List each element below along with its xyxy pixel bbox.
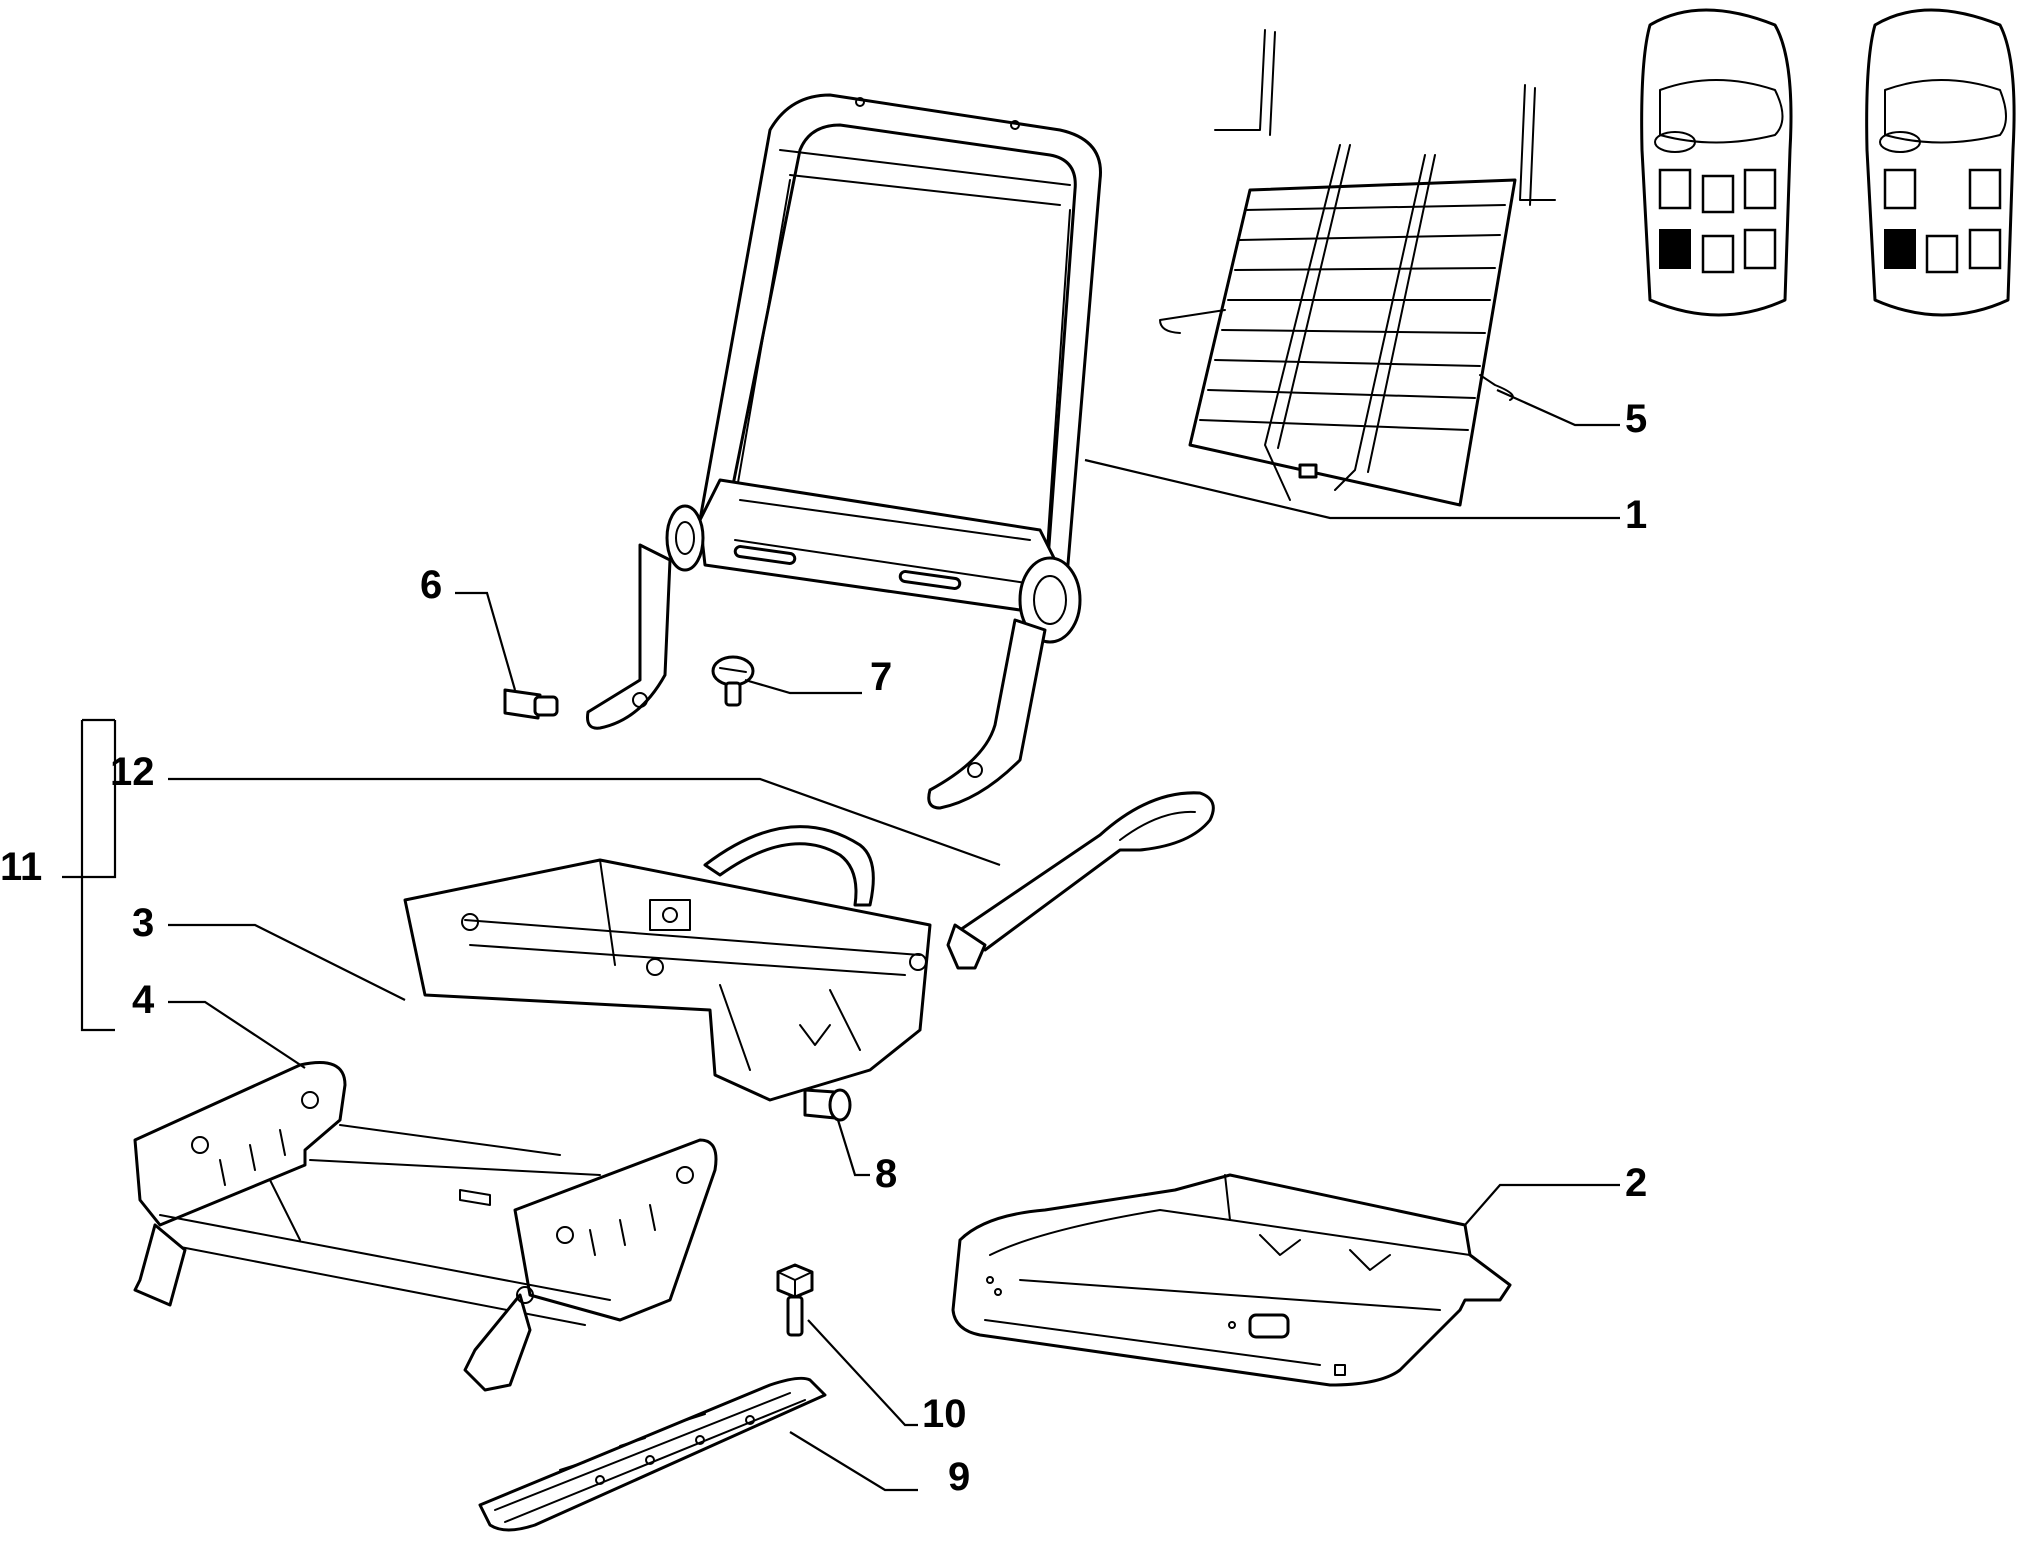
callout-4: 4 (132, 978, 155, 1022)
callout-2: 2 (1625, 1161, 1647, 1205)
seat-spring-mesh (1159, 29, 1556, 507)
callout-labels: 1 2 3 4 5 6 7 8 9 10 11 12 (0, 397, 1647, 1499)
callout-6: 6 (420, 563, 442, 607)
callout-8: 8 (875, 1152, 897, 1196)
seat-pan (951, 1173, 1512, 1387)
callout-1: 1 (1625, 493, 1647, 537)
vehicle-locator-left (1640, 8, 1793, 317)
seatback-frame (586, 93, 1102, 810)
callout-7: 7 (870, 655, 892, 699)
bolt-6 (503, 688, 559, 720)
screw-7 (711, 655, 755, 707)
callout-9: 9 (948, 1455, 970, 1499)
callout-5: 5 (1625, 397, 1647, 441)
callout-12: 12 (110, 750, 155, 794)
highlighted-seat-box (1659, 229, 1691, 269)
vehicle-locator-right (1865, 8, 2016, 317)
cushion-frame (403, 825, 932, 1102)
callout-10: 10 (922, 1392, 967, 1436)
seat-base-frame (133, 1061, 718, 1392)
callout-3: 3 (132, 901, 154, 945)
leader-lines (62, 388, 1620, 1492)
seat-rail (478, 1376, 827, 1532)
callout-11: 11 (0, 845, 42, 889)
recline-lever (946, 791, 1215, 970)
bolt-10 (776, 1263, 814, 1337)
bolt-8 (803, 1088, 852, 1122)
